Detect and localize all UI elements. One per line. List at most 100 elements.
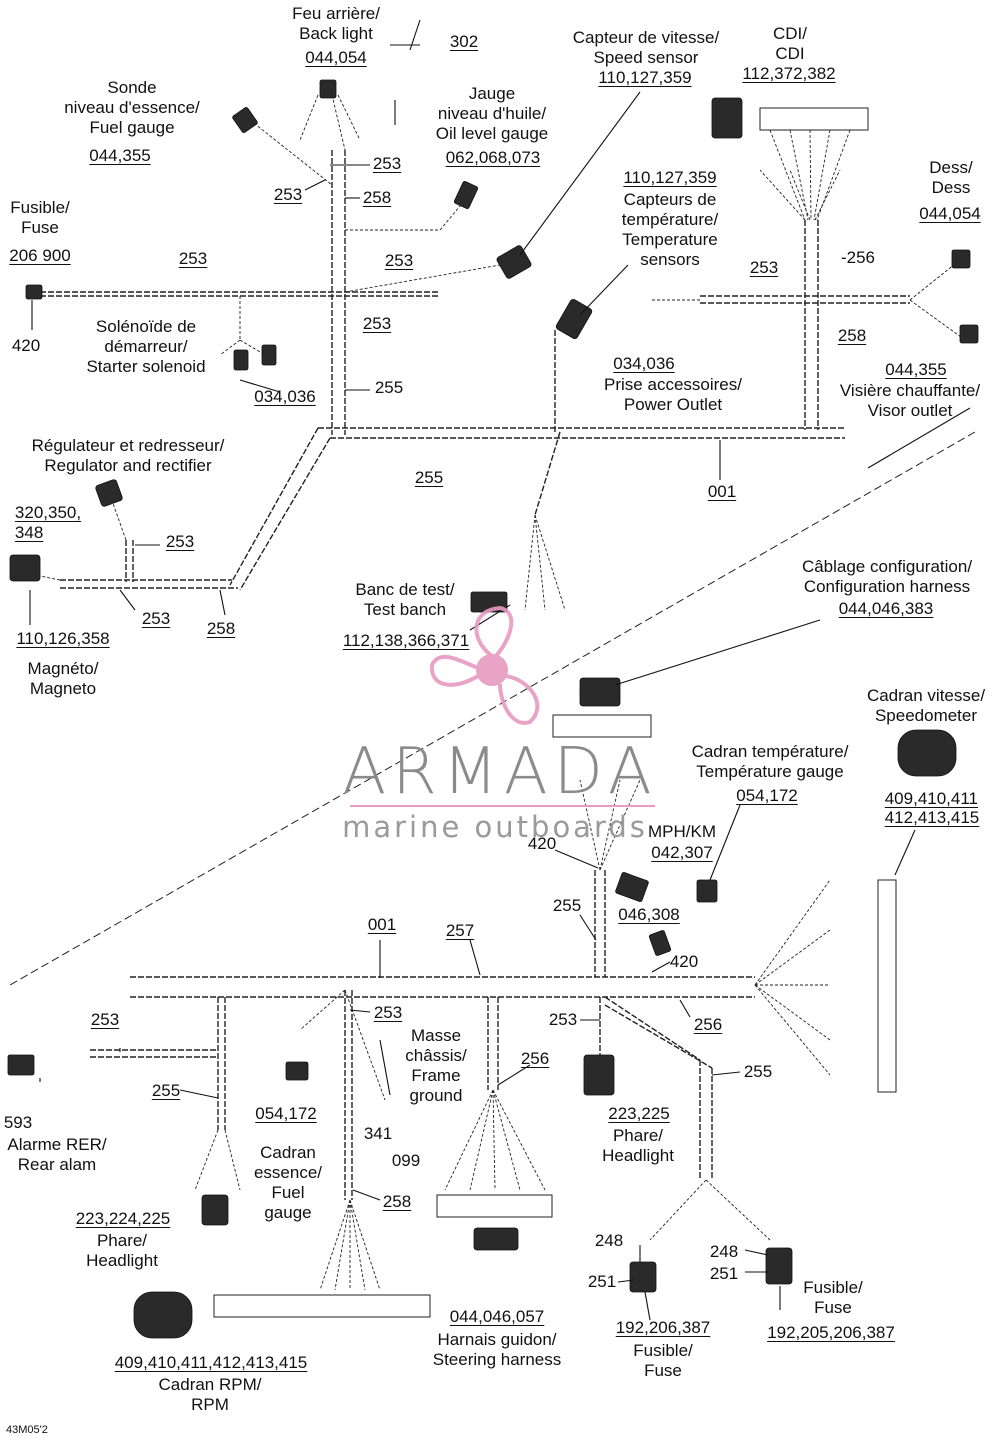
speedometer-ref: 409,410,411 412,413,415	[884, 789, 980, 827]
magneto-ref: 110,126,358	[16, 629, 110, 648]
test-bench-ref: 112,138,366,371	[342, 631, 470, 650]
cdi-module	[711, 97, 743, 139]
fuse-left-label: Fusible/ Fuse	[633, 1341, 693, 1380]
dess-ref: 044,054	[919, 204, 981, 223]
rpm-label: Cadran RPM/ RPM	[158, 1375, 262, 1414]
oil-gauge-label: Jauge niveau d'huile/ Oil level gauge	[435, 84, 549, 143]
test-bench-label: Banc de test/ Test banch	[355, 580, 455, 619]
temp-gauge-ref: 054,172	[736, 786, 798, 805]
harness-ref: 253	[362, 314, 392, 333]
cdi-label: CDI/ CDI	[773, 24, 807, 63]
rpm-ref: 409,410,411,412,413,415	[114, 1353, 308, 1372]
speedometer-label: Cadran vitesse/ Speedometer	[866, 686, 986, 725]
dess-label: Dess/ Dess	[929, 158, 973, 197]
harness-ref: 253	[273, 185, 303, 204]
harness-ref: 255	[552, 896, 582, 915]
temp-sensors-ref: 110,127,359	[623, 168, 717, 187]
fuse-left-body	[629, 1261, 657, 1293]
magneto-label: Magnéto/ Magneto	[27, 659, 99, 698]
headlight-right-connector	[583, 1054, 615, 1096]
section-divider	[9, 431, 976, 986]
regulator-label: Régulateur et redresseur/ Regulator and …	[31, 436, 225, 475]
speed-sensor-ref: 110,127,359	[598, 68, 692, 87]
ref-046-308: 046,308	[618, 905, 680, 924]
harness-ref: 253	[178, 249, 208, 268]
harness-ref: 257	[445, 921, 475, 940]
harness-ref: 253	[548, 1010, 578, 1029]
fuse-left-ref: 192,206,387	[615, 1318, 711, 1337]
config-harness-connector	[579, 677, 621, 707]
headlight-right-label: Phare/ Headlight	[602, 1126, 674, 1165]
visor-outlet-label: Visière chauffante/ Visor outlet	[839, 381, 981, 420]
mph-km-label: MPH/KM	[648, 822, 716, 841]
steering-connector	[473, 1227, 519, 1251]
ref-251-a: 251	[587, 1272, 617, 1291]
harness-ref: 001	[367, 915, 397, 934]
backlight-ref: 044,054	[305, 48, 367, 67]
steering-harness-ref: 044,046,057	[449, 1307, 545, 1326]
speed-sensor-connector	[496, 245, 532, 279]
armada-logo-icon	[429, 605, 540, 725]
harness-ref: 255	[414, 468, 444, 487]
harness-ref: 253	[384, 251, 414, 270]
power-outlet-ref: 034,036	[613, 354, 675, 373]
headlight-left-connector	[201, 1194, 229, 1226]
temp-gauge-label: Cadran température/ Température gauge	[691, 742, 849, 781]
connector-046	[648, 930, 672, 956]
fuel-dial-connector	[285, 1061, 309, 1081]
speed-sensor-label: Capteur de vitesse/ Speed sensor	[572, 28, 720, 67]
solenoid-b	[261, 344, 277, 366]
headlight-right-ref: 223,225	[608, 1104, 670, 1123]
harness-ref: 255	[743, 1062, 773, 1081]
power-outlet-label: Prise accessoires/ Power Outlet	[604, 375, 742, 414]
ref-420-right: 420	[669, 952, 699, 971]
visor-outlet-ref: 044,355	[885, 360, 947, 379]
harness-ref: 255	[374, 378, 404, 397]
magneto-connector	[9, 554, 41, 582]
ref-099: 099	[391, 1151, 421, 1170]
fuel-gauge-sender-label: Sonde niveau d'essence/ Fuel gauge	[64, 78, 200, 137]
ref-302: 302	[449, 32, 479, 51]
harness-ref: 258	[362, 188, 392, 207]
config-harness-ref: 044,046,383	[838, 599, 934, 618]
fuel-gauge-sender-ref: 044,355	[89, 146, 151, 165]
watermark-brand: ARMADA	[342, 735, 658, 809]
oil-gauge-ref: 062,068,073	[445, 148, 541, 167]
starter-solenoid-label: Solénoïde de démarreur/ Starter solenoid	[86, 317, 206, 376]
harness-ref: 253	[141, 609, 171, 628]
harness-ref: 253	[372, 154, 402, 173]
oil-gauge-connector	[453, 181, 479, 209]
fuel-gauge-connector	[232, 107, 258, 133]
frame-ground-label: Masse châssis/ Frame ground	[405, 1026, 467, 1105]
temp-gauge-connector	[696, 879, 718, 903]
harness-ref: 253	[165, 532, 195, 551]
watermark-tagline: marine outboards	[342, 810, 648, 844]
rpm-body	[133, 1291, 193, 1339]
steering-harness-label: Harnais guidon/ Steering harness	[432, 1330, 562, 1369]
harness-ref: 001	[707, 482, 737, 501]
cdi-ref: 112,372,382	[742, 64, 836, 83]
rear-alarm-ref: 593	[3, 1113, 33, 1132]
temp-sensor-connector	[555, 298, 593, 340]
fuse-top	[25, 284, 43, 300]
ref-248-b: 248	[709, 1242, 739, 1261]
backlight-connector	[319, 79, 337, 99]
regulator-connector	[95, 479, 123, 507]
harness-ref: 253	[373, 1003, 403, 1022]
harness-ref: 253	[90, 1010, 120, 1029]
headlight-left-label: Phare/ Headlight	[86, 1231, 158, 1270]
ref-341: 341	[363, 1124, 393, 1143]
fuse-top-ref: 206 900	[9, 246, 71, 265]
upper-main-harness	[40, 150, 910, 591]
lower-branch-wires	[194, 779, 831, 1291]
fuel-dial-ref: 054,172	[255, 1104, 317, 1123]
harness-ref: 258	[206, 619, 236, 638]
lower-connector-blocks	[213, 714, 897, 1318]
fuse-right-label: Fusible/ Fuse	[803, 1278, 863, 1317]
harness-ref: 255	[151, 1081, 181, 1100]
harness-ref: -256	[840, 248, 876, 267]
harness-ref: 256	[693, 1015, 723, 1034]
ref-420-mid: 420	[527, 834, 557, 853]
mph-km-ref: 042,307	[651, 843, 713, 862]
backlight-label: Feu arrière/ Back light	[292, 4, 380, 43]
